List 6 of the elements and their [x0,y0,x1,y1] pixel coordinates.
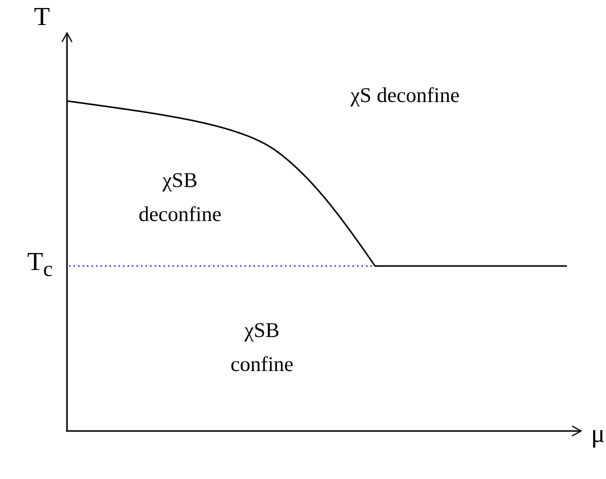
phase-label: χS deconfine [350,82,460,109]
axis-label: μ [590,418,606,450]
axis-label: T$_{c}$ [26,246,54,284]
axis-label: T [33,1,51,33]
phase-label: χSB confine [230,317,294,378]
phase-label: χSB deconfine [138,167,222,228]
